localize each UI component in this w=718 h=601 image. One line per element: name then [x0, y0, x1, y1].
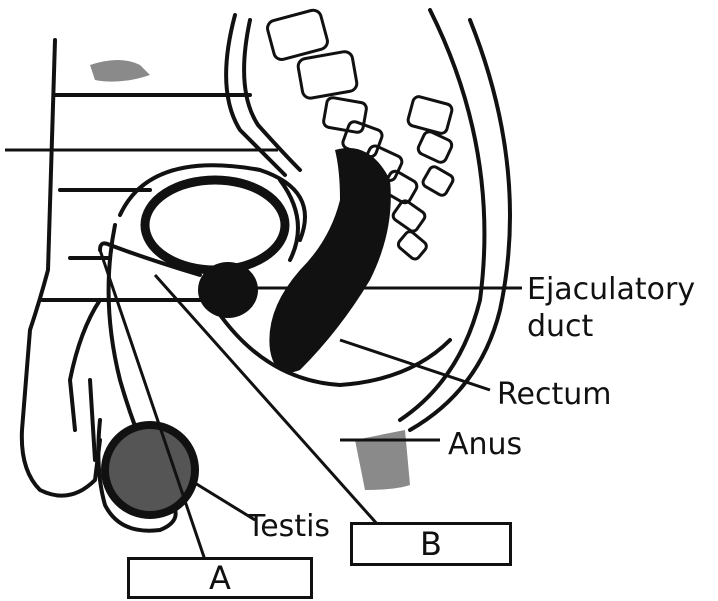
pointer-testis — [190, 480, 255, 520]
penis-inner — [90, 380, 95, 460]
prostate-shape — [198, 262, 258, 318]
label-testis: Testis — [247, 512, 330, 542]
penis-outline — [70, 300, 100, 430]
label-ejaculatory: Ejaculatory — [527, 275, 695, 305]
label-anus: Anus — [448, 430, 522, 460]
label-duct: duct — [527, 312, 593, 342]
label-rectum: Rectum — [497, 380, 611, 410]
gray-shading-top — [90, 60, 150, 82]
answer-box-a[interactable]: A — [127, 557, 313, 599]
testis-shape — [105, 425, 195, 515]
bladder — [145, 180, 285, 270]
back-outline — [400, 10, 484, 420]
answer-box-b[interactable]: B — [350, 522, 512, 566]
torso-outline — [22, 40, 100, 496]
